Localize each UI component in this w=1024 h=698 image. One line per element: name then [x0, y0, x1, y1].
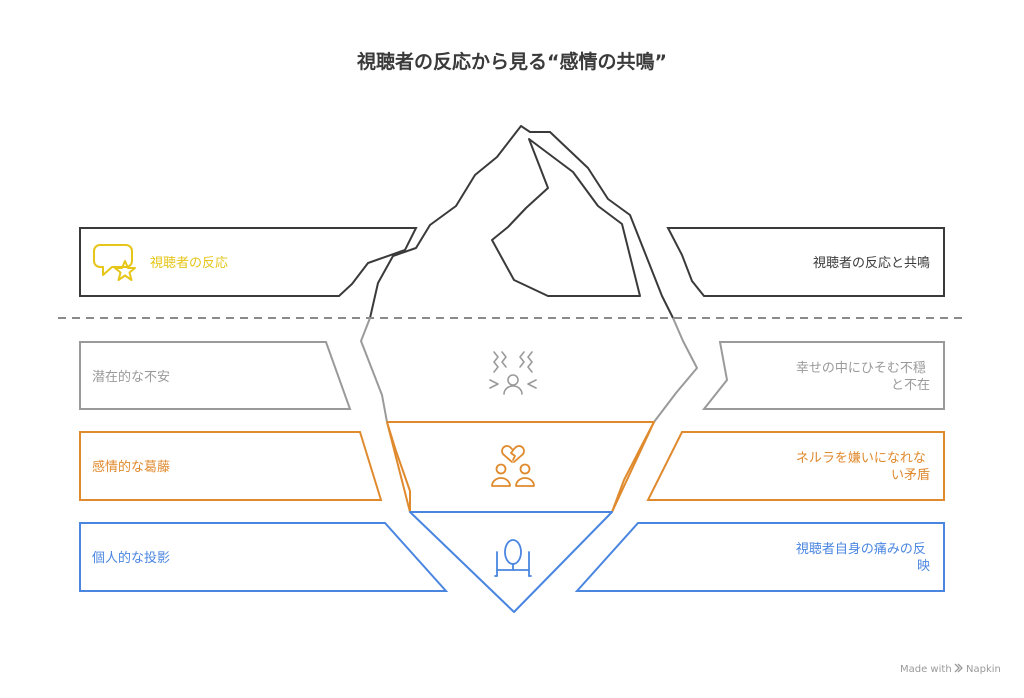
diagram-title: 視聴者の反応から見る“感情の共鳴” [356, 50, 667, 73]
left-label-viewer-reaction: 視聴者の反応 [150, 256, 228, 271]
left-label-emotional-conflict: 感情的な葛藤 [92, 459, 170, 475]
iceberg-underwater [360, 317, 698, 613]
layer-emotional-conflict: 感情的な葛藤 ネルラを嫌いになれな い矛盾 [79, 431, 945, 501]
layer-viewer-reaction: 視聴者の反応 視聴者の反応と共鳴 [79, 227, 945, 297]
left-panel-emotional-conflict [79, 431, 383, 501]
right-text-personal-projection: 視聴者自身の痛みの反 映 [796, 541, 930, 574]
right-panel-viewer-reaction [666, 227, 945, 297]
left-label-latent-anxiety: 潜在的な不安 [92, 369, 170, 385]
right-panel-personal-projection [574, 522, 945, 592]
right-line: 視聴者の反応と共鳴 [813, 256, 930, 271]
left-label-personal-projection: 個人的な投影 [92, 550, 170, 566]
right-line: と不在 [891, 378, 930, 393]
right-line: 映 [917, 559, 930, 574]
right-line: 幸せの中にひそむ不穏 [796, 361, 926, 376]
credit-brand: Napkin [966, 664, 1001, 675]
right-line: ネルラを嫌いになれな [796, 451, 926, 466]
left-panel-latent-anxiety [79, 341, 352, 410]
right-line: い矛盾 [891, 468, 930, 483]
layer-latent-anxiety: 潜在的な不安 幸せの中にひそむ不穏 と不在 [79, 341, 945, 410]
right-panel-latent-anxiety [701, 341, 945, 410]
left-panel-personal-projection [79, 522, 449, 592]
napkin-logo-icon [954, 663, 963, 673]
right-text-viewer-reaction: 視聴者の反応と共鳴 [813, 256, 930, 271]
credit-prefix: Made with [900, 664, 952, 675]
right-text-emotional-conflict: ネルラを嫌いになれな い矛盾 [796, 451, 930, 483]
napkin-credit: Made with Napkin [900, 663, 1001, 675]
speech-bubble-star-icon [93, 244, 136, 281]
iceberg-tip [369, 125, 674, 319]
right-line: 視聴者自身の痛みの反 [796, 541, 926, 557]
right-text-latent-anxiety: 幸せの中にひそむ不穏 と不在 [796, 361, 930, 393]
broken-heart-couple-icon [491, 445, 535, 487]
layer-personal-projection: 個人的な投影 視聴者自身の痛みの反 映 [79, 522, 945, 592]
anxious-person-icon [489, 351, 537, 395]
right-panel-emotional-conflict [646, 431, 945, 501]
mirror-icon [494, 539, 532, 577]
left-panel-viewer-reaction [79, 227, 418, 297]
